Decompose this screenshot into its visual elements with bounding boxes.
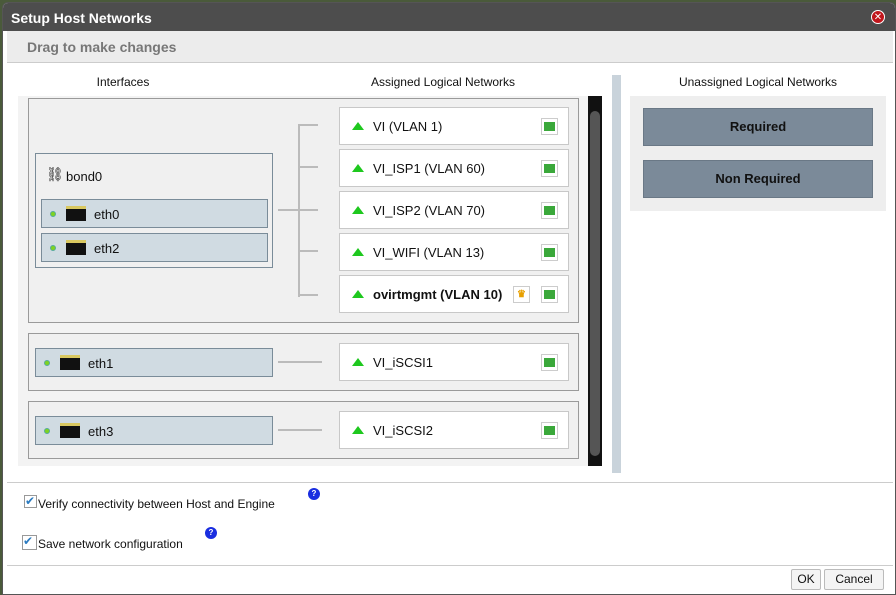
vm-network-icon — [541, 244, 558, 261]
network-up-icon — [352, 248, 364, 256]
network-label: ovirtmgmt (VLAN 10) — [373, 287, 503, 302]
connector-branch — [298, 124, 318, 126]
network-vi-iscsi2[interactable]: VI_iSCSI2 — [339, 411, 569, 449]
network-up-icon — [352, 358, 364, 366]
ethernet-port-icon — [66, 206, 86, 221]
network-vi-iscsi1[interactable]: VI_iSCSI1 — [339, 343, 569, 381]
vm-network-icon — [541, 160, 558, 177]
vm-network-icon — [541, 286, 558, 303]
status-up-icon — [44, 428, 50, 434]
network-vi[interactable]: VI (VLAN 1) — [339, 107, 569, 145]
nic-name: eth2 — [94, 241, 120, 256]
cancel-button[interactable]: Cancel — [824, 569, 884, 590]
status-up-icon — [50, 211, 56, 217]
network-label: VI_iSCSI1 — [373, 355, 433, 370]
connector-arrow — [278, 429, 322, 431]
dialog-subtitle: Drag to make changes — [7, 31, 893, 63]
vm-network-icon — [541, 118, 558, 135]
interfaces-header: Interfaces — [96, 75, 150, 89]
network-vi-isp1[interactable]: VI_ISP1 (VLAN 60) — [339, 149, 569, 187]
nic-eth3[interactable]: eth3 — [35, 416, 273, 445]
network-up-icon — [352, 290, 364, 298]
vm-network-icon — [541, 354, 558, 371]
network-vi-isp2[interactable]: VI_ISP2 (VLAN 70) — [339, 191, 569, 229]
bond-name: bond0 — [66, 169, 103, 184]
network-up-icon — [352, 122, 364, 130]
nic-name: eth1 — [88, 356, 114, 371]
nic-eth0[interactable]: eth0 — [41, 199, 268, 228]
dialog-title: Setup Host Networks — [3, 3, 895, 31]
connector-branch — [298, 250, 318, 252]
status-up-icon — [44, 360, 50, 366]
network-vi-wifi[interactable]: VI_WIFI (VLAN 13) — [339, 233, 569, 271]
network-label: VI_WIFI (VLAN 13) — [373, 245, 485, 260]
non-required-networks-group[interactable]: Non Required — [643, 160, 873, 198]
nic-eth1[interactable]: eth1 — [35, 348, 273, 377]
bond-chain-icon: ⛓ — [46, 166, 64, 182]
connector-arrow — [278, 361, 322, 363]
network-label: VI_ISP2 (VLAN 70) — [373, 203, 485, 218]
nic-name: eth3 — [88, 424, 114, 439]
status-up-icon — [50, 245, 56, 251]
close-icon[interactable]: ✕ — [871, 10, 885, 24]
ok-button[interactable]: OK — [791, 569, 821, 590]
vm-network-icon — [541, 422, 558, 439]
management-crown-icon: ♛ — [513, 286, 530, 303]
assigned-header: Assigned Logical Networks — [370, 75, 516, 89]
nic-name: eth0 — [94, 207, 120, 222]
connector-branch — [298, 166, 318, 168]
connector-trunk — [298, 124, 300, 297]
connector-branch — [298, 294, 318, 296]
save-network-label: Save network configuration — [38, 537, 183, 551]
options-panel — [7, 482, 893, 566]
ethernet-port-icon — [60, 355, 80, 370]
network-up-icon — [352, 206, 364, 214]
network-label: VI_iSCSI2 — [373, 423, 433, 438]
ethernet-port-icon — [60, 423, 80, 438]
network-label: VI (VLAN 1) — [373, 119, 443, 134]
scrollbar-thumb[interactable] — [590, 111, 600, 456]
help-icon[interactable]: ? — [205, 527, 217, 539]
vm-network-icon — [541, 202, 558, 219]
network-up-icon — [352, 426, 364, 434]
save-network-checkbox[interactable]: ✔ — [22, 535, 37, 550]
help-icon[interactable]: ? — [308, 488, 320, 500]
panel-divider — [612, 75, 621, 473]
required-networks-group[interactable]: Required — [643, 108, 873, 146]
network-up-icon — [352, 164, 364, 172]
nic-eth2[interactable]: eth2 — [41, 233, 268, 262]
network-ovirtmgmt[interactable]: ovirtmgmt (VLAN 10) ♛ — [339, 275, 569, 313]
ethernet-port-icon — [66, 240, 86, 255]
scrollbar[interactable] — [588, 96, 602, 466]
verify-connectivity-checkbox[interactable]: ✔ — [24, 494, 37, 508]
verify-connectivity-label: Verify connectivity between Host and Eng… — [38, 497, 275, 511]
network-label: VI_ISP1 (VLAN 60) — [373, 161, 485, 176]
unassigned-header: Unassigned Logical Networks — [678, 75, 838, 89]
